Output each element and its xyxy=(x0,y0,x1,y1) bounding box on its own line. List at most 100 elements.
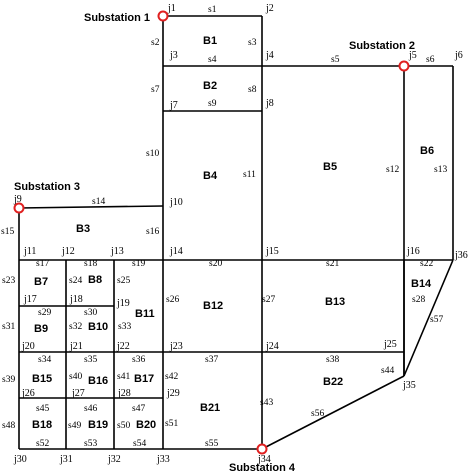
line-label: s34 xyxy=(38,355,51,365)
line-label: s31 xyxy=(2,322,15,332)
junction-label: j6 xyxy=(454,50,463,61)
junction-label: j7 xyxy=(169,100,178,111)
junction-label: j8 xyxy=(265,98,274,109)
block-label: B17 xyxy=(134,373,154,385)
line-label: s13 xyxy=(434,165,447,175)
substation-4-marker xyxy=(256,443,268,455)
line-label: s20 xyxy=(209,259,222,269)
block-label: B22 xyxy=(323,376,343,388)
block-label: B10 xyxy=(88,321,108,333)
line-label: s35 xyxy=(84,355,97,365)
block-label: B4 xyxy=(203,170,218,182)
junction-label: j35 xyxy=(402,380,416,391)
junction-label: j18 xyxy=(69,294,83,305)
block-label: B14 xyxy=(411,278,432,290)
line-label: s42 xyxy=(165,372,178,382)
junction-label: j25 xyxy=(383,339,397,350)
line-label: s1 xyxy=(208,5,217,15)
junction-label: j30 xyxy=(13,454,27,465)
line-label: s55 xyxy=(205,439,218,449)
line-label: s26 xyxy=(166,295,179,305)
line-label: s33 xyxy=(118,322,131,332)
junction-label: j4 xyxy=(265,50,274,61)
line-label: s2 xyxy=(151,38,160,48)
junction-label: j36 xyxy=(454,250,468,261)
line-label: s24 xyxy=(69,276,82,286)
line-label: s16 xyxy=(146,227,159,237)
substation-2-marker xyxy=(398,60,410,72)
network-lines xyxy=(18,15,454,450)
block-label: B15 xyxy=(32,373,52,385)
junction-label: j10 xyxy=(169,197,183,208)
line-label: s15 xyxy=(1,227,14,237)
junction-label: j13 xyxy=(110,246,124,257)
junction-label: j24 xyxy=(265,341,279,352)
substation-3-marker xyxy=(13,202,25,214)
junction-label: j34 xyxy=(257,454,271,465)
line-label: s56 xyxy=(311,409,324,419)
block-label: B12 xyxy=(203,300,223,312)
substation-4-label: Substation 4 xyxy=(229,462,296,474)
line-label: s51 xyxy=(165,419,178,429)
junction-label: j29 xyxy=(166,388,180,399)
line-label: s39 xyxy=(2,375,15,385)
substation-labels: Substation 1 Substation 2 Substation 3 S… xyxy=(14,12,415,474)
line-label: s46 xyxy=(84,404,97,414)
line-label: s57 xyxy=(430,315,443,325)
block-label: B3 xyxy=(76,223,90,235)
line-label: s40 xyxy=(69,372,82,382)
block-label: B9 xyxy=(34,323,48,335)
substation-1-label: Substation 1 xyxy=(84,12,150,24)
line-s57 xyxy=(403,259,454,377)
line-label: s8 xyxy=(248,85,257,95)
line-label: s9 xyxy=(208,99,217,109)
line-label: s19 xyxy=(132,259,145,269)
line-label: s32 xyxy=(69,322,82,332)
line-label: s52 xyxy=(36,439,49,449)
block-label: B6 xyxy=(420,145,434,157)
line-label: s37 xyxy=(205,355,218,365)
line-label: s10 xyxy=(146,149,159,159)
block-label: B18 xyxy=(32,419,52,431)
junction-label: j1 xyxy=(167,3,176,14)
block-label: B11 xyxy=(135,308,155,320)
line-label: s7 xyxy=(151,85,160,95)
line-label: s30 xyxy=(84,308,97,318)
block-labels: B1 B2 B3 B4 B5 B6 B7 B8 B9 B10 B11 B12 B… xyxy=(32,35,434,431)
line-label: s12 xyxy=(386,165,399,175)
line-s14 xyxy=(18,205,164,209)
line-label: s36 xyxy=(132,355,145,365)
junction-label: j19 xyxy=(116,298,130,309)
line-labels: s1 s2 s3 s4 s5 s6 s7 s8 s9 s10 s11 s12 s… xyxy=(1,5,447,449)
block-label: B7 xyxy=(34,276,48,288)
block-label: B16 xyxy=(88,375,108,387)
line-label: s53 xyxy=(84,439,97,449)
line-label: s22 xyxy=(420,259,433,269)
line-label: s14 xyxy=(92,197,105,207)
substation-3-label: Substation 3 xyxy=(14,181,80,193)
line-label: s3 xyxy=(248,38,257,48)
line-label: s6 xyxy=(426,55,435,65)
junction-label: j3 xyxy=(169,50,178,61)
junction-label: j23 xyxy=(169,341,183,352)
block-label: B5 xyxy=(323,161,337,173)
line-label: s50 xyxy=(117,421,130,431)
line-label: s44 xyxy=(381,366,394,376)
junction-label: j31 xyxy=(59,454,73,465)
junction-labels: j1 j2 j3 j4 j5 j6 j7 j8 j9 j10 j11 j12 j… xyxy=(13,3,468,465)
line-label: s4 xyxy=(208,55,217,65)
junction-label: j2 xyxy=(265,3,274,14)
junction-label: j16 xyxy=(406,246,420,257)
junction-label: j14 xyxy=(169,246,183,257)
line-label: s18 xyxy=(84,259,97,269)
block-label: B2 xyxy=(203,80,217,92)
junction-label: j32 xyxy=(107,454,121,465)
line-label: s27 xyxy=(262,295,275,305)
line-label: s17 xyxy=(36,259,49,269)
line-label: s54 xyxy=(133,439,146,449)
line-label: s41 xyxy=(117,372,130,382)
junction-label: j17 xyxy=(23,294,37,305)
line-label: s23 xyxy=(2,276,15,286)
block-label: B19 xyxy=(88,419,108,431)
